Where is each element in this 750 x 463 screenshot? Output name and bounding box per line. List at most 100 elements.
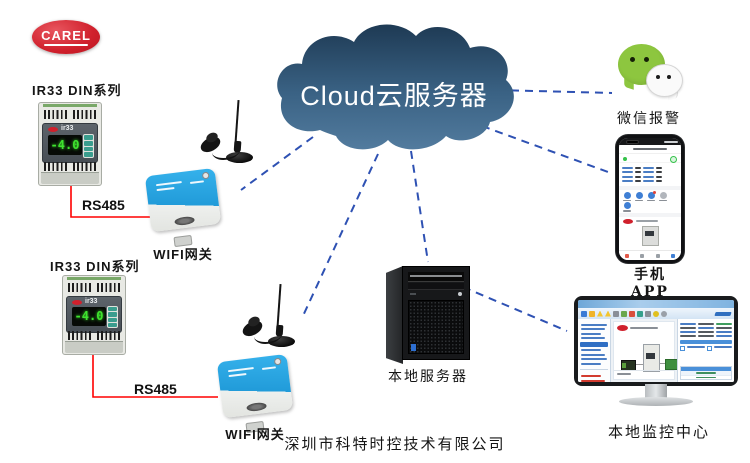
- serial-connector: [246, 401, 267, 413]
- gateway-print-text: [261, 366, 277, 371]
- refresh-icon: [670, 155, 677, 163]
- pcb-strip: [67, 277, 121, 280]
- bubble-eye: [667, 75, 671, 79]
- toolbar-icon: [661, 310, 667, 317]
- tree-item: [581, 349, 601, 351]
- data-row: [622, 180, 678, 182]
- antenna-port: [273, 357, 282, 366]
- feature-item: [623, 191, 631, 201]
- toolbar-icon: [589, 310, 595, 317]
- carel-logo-underline: [44, 43, 88, 46]
- data-value: [635, 175, 641, 178]
- server-label: 本地服务器: [388, 369, 468, 385]
- toolbar-icon: [621, 310, 627, 317]
- feature-item: [659, 191, 667, 201]
- panel-button: [108, 322, 117, 327]
- data-value: [716, 331, 732, 333]
- link-cloud-gateway2: [301, 153, 379, 319]
- pcb-strip: [43, 104, 97, 107]
- control-panel: [408, 291, 464, 298]
- feature-label: [623, 199, 631, 201]
- cloud-shape-icon: [277, 24, 514, 150]
- antenna-base: [268, 336, 295, 347]
- panel-button: [108, 312, 117, 317]
- connector-line: [634, 364, 644, 365]
- controller-front-panel: ir33 -4.0: [66, 296, 122, 333]
- tree-item: [581, 353, 605, 356]
- gateway-print-text: [227, 367, 254, 373]
- vent-slots: [97, 331, 120, 340]
- data-row: [680, 327, 732, 329]
- device-detail: [622, 363, 626, 368]
- wechat-icon: [615, 42, 683, 108]
- online-dot: [623, 156, 627, 161]
- toolbar-icon: [629, 310, 635, 317]
- carel-logo-text: CAREL: [41, 27, 91, 43]
- vent-slots: [97, 283, 120, 292]
- power-button: [458, 292, 462, 296]
- filter-row: [680, 345, 732, 351]
- data-label: [680, 323, 696, 325]
- feature-item: [647, 190, 656, 201]
- wechat-label: 微信报警: [617, 111, 681, 127]
- drive-tray: [410, 275, 462, 277]
- table-row: [681, 371, 731, 376]
- gateway2-label: WIFI网关: [225, 427, 285, 442]
- toolbar-icon: [645, 310, 651, 317]
- antenna-base: [226, 152, 253, 163]
- serial-connector: [174, 215, 195, 227]
- alert-badge: [652, 190, 656, 194]
- server-front-panel: [402, 266, 470, 360]
- controller-model-text: ir33: [61, 125, 74, 132]
- server-side-panel: [386, 266, 403, 364]
- panel-divider: [580, 368, 608, 382]
- button-column: [107, 306, 118, 328]
- vent-slots: [68, 331, 91, 340]
- gateway-print-text: [156, 186, 175, 192]
- controller-1: ir33 -4.0: [38, 102, 102, 186]
- phone-label: 手机APP: [631, 267, 669, 300]
- antenna-whip: [276, 283, 282, 329]
- local-server: [386, 266, 470, 364]
- tree-item: [581, 332, 601, 335]
- feature-icon: [659, 191, 667, 199]
- monitor-label: 本地监控中心: [607, 423, 710, 441]
- data-value: [635, 166, 641, 169]
- data-value: [635, 171, 641, 173]
- tree-item: [581, 328, 605, 330]
- data-label: [643, 175, 654, 178]
- panel-button: [108, 307, 117, 312]
- software-body: [578, 319, 734, 382]
- carel-mini-logo: [48, 127, 58, 132]
- status-text: [664, 141, 678, 143]
- gateway1-label: WIFI网关: [153, 247, 213, 262]
- nav-icon: [655, 253, 660, 258]
- vent-slots: [44, 110, 67, 119]
- data-value: [716, 327, 732, 329]
- toolbar-icon: [653, 310, 659, 317]
- table-row: [681, 376, 731, 379]
- panel-button: [108, 317, 117, 322]
- data-table: [680, 366, 732, 380]
- data-label: [643, 166, 654, 169]
- terminal-strip: [65, 341, 123, 353]
- link-cloud-gateway1: [240, 136, 314, 191]
- gateway-print-text: [228, 372, 247, 378]
- nav-icon: [624, 253, 629, 258]
- antenna-cable: [212, 142, 240, 160]
- data-value: [656, 171, 662, 173]
- panel-button: [84, 152, 93, 157]
- brand-badge: [411, 344, 416, 351]
- panel-title-text: [630, 327, 658, 329]
- link-server-monitor: [462, 286, 568, 332]
- mobile-phone: [616, 135, 684, 263]
- device-info-row: [619, 217, 681, 224]
- controller-body: ir33 -4.0: [38, 102, 102, 186]
- rs485-line-2: [92, 355, 218, 398]
- panel-button: [84, 146, 93, 152]
- tree-item: [581, 362, 601, 365]
- cell-text: [696, 376, 716, 379]
- feature-icons: [619, 190, 681, 203]
- data-label: [643, 171, 654, 173]
